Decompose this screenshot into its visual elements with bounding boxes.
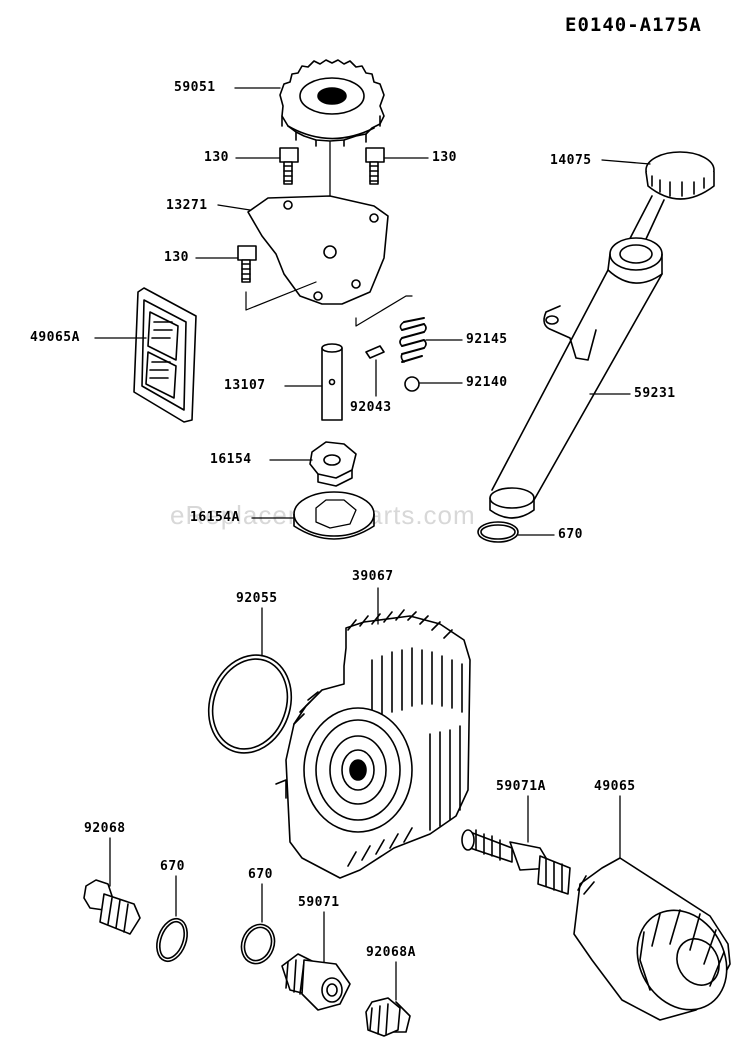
- callout-130-a[interactable]: 130: [204, 150, 229, 165]
- callout-49065A[interactable]: 49065A: [30, 330, 80, 345]
- callout-16154[interactable]: 16154: [210, 452, 252, 467]
- bolt-130-b[interactable]: [365, 147, 385, 185]
- bolt-130-c[interactable]: [237, 245, 257, 283]
- o-ring-670-c[interactable]: [236, 920, 280, 969]
- callout-92145[interactable]: 92145: [466, 332, 508, 347]
- callout-13271[interactable]: 13271: [166, 198, 208, 213]
- callout-92055[interactable]: 92055: [236, 591, 278, 606]
- callout-92068A[interactable]: 92068A: [366, 945, 416, 960]
- callout-59231[interactable]: 59231: [634, 386, 676, 401]
- callout-130-b[interactable]: 130: [432, 150, 457, 165]
- callout-59071[interactable]: 59071: [298, 895, 340, 910]
- callout-49065[interactable]: 49065: [594, 779, 636, 794]
- callout-670-a[interactable]: 670: [558, 527, 583, 542]
- callout-670-b[interactable]: 670: [160, 859, 185, 874]
- callout-14075[interactable]: 14075: [550, 153, 592, 168]
- fitting-59071[interactable]: [281, 953, 351, 1011]
- fitting-59071A[interactable]: [461, 829, 571, 895]
- bolt-130-a[interactable]: [279, 147, 299, 185]
- o-ring-670-a[interactable]: [477, 521, 519, 543]
- callout-16154A[interactable]: 16154A: [190, 510, 240, 525]
- callout-92140[interactable]: 92140: [466, 375, 508, 390]
- inner-rotor-16154[interactable]: [309, 441, 357, 487]
- plug-92068A[interactable]: [365, 997, 411, 1037]
- callout-39067[interactable]: 39067: [352, 569, 394, 584]
- outer-rotor-16154A[interactable]: [293, 491, 375, 540]
- housing-39067[interactable]: [275, 609, 471, 879]
- callout-130-c[interactable]: 130: [164, 250, 189, 265]
- shaft-13107[interactable]: [321, 343, 343, 421]
- o-ring-670-b[interactable]: [151, 915, 192, 966]
- callout-13107[interactable]: 13107: [224, 378, 266, 393]
- plug-92068[interactable]: [83, 879, 141, 935]
- spring-92145[interactable]: [399, 317, 427, 363]
- cover-plate-13271[interactable]: [247, 195, 389, 305]
- callout-92068[interactable]: 92068: [84, 821, 126, 836]
- ball-92140[interactable]: [404, 376, 420, 392]
- oil-filter-49065[interactable]: [573, 857, 744, 1026]
- diagram-code: E0140-A175A: [565, 14, 702, 36]
- callout-92043[interactable]: 92043: [350, 400, 392, 415]
- dipstick-14075[interactable]: [623, 151, 715, 253]
- pin-92043[interactable]: [365, 345, 385, 359]
- callout-670-c[interactable]: 670: [248, 867, 273, 882]
- o-ring-92055[interactable]: [195, 643, 304, 764]
- gear-59051[interactable]: [279, 59, 385, 147]
- callout-59051[interactable]: 59051: [174, 80, 216, 95]
- callout-59071A[interactable]: 59071A: [496, 779, 546, 794]
- strainer-screen-49065A[interactable]: [133, 287, 197, 423]
- oil-tube-59231[interactable]: [489, 237, 663, 519]
